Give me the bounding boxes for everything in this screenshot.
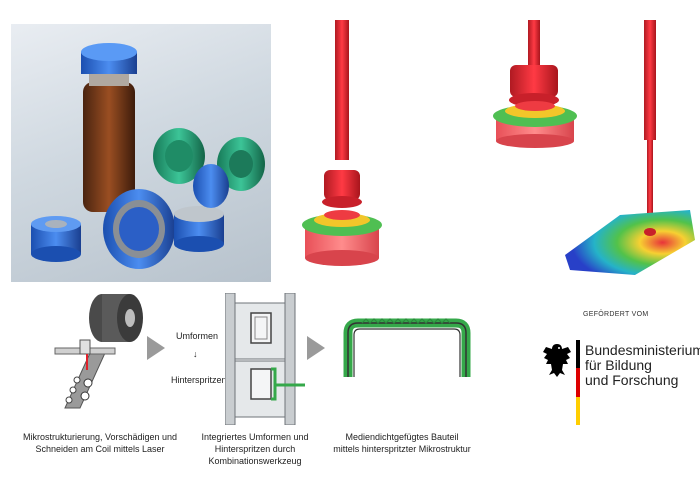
simulation-3: [565, 20, 695, 275]
flag-stripe: [576, 340, 580, 425]
simulation-1: [302, 20, 382, 266]
process-arrow-2: [307, 336, 325, 360]
simulation-2: [493, 20, 577, 148]
step2-caption: Integriertes Umformen und Hinterspritzen…: [201, 432, 309, 466]
process-arrow-1: [147, 336, 165, 360]
step3-caption: Mediendichtgefügtes Bauteil mittels hint…: [333, 432, 471, 454]
sealed-component-illustration: [343, 318, 471, 377]
product-photo: [11, 24, 271, 282]
ministry-name: Bundesministerium für Bildung und Forsch…: [585, 342, 700, 388]
funding-label: GEFÖRDERT VOM: [583, 311, 649, 318]
vial-caps-illustration: [31, 43, 265, 269]
forming-simulation-renderings: [302, 20, 695, 275]
hinterspritzen-label: Hinterspritzen: [171, 375, 227, 385]
coil-laser-illustration: [54, 294, 143, 409]
step1-caption: Mikrostrukturierung, Vorschädigen und Sc…: [22, 432, 178, 454]
umformen-label: Umformen: [176, 331, 219, 341]
federal-eagle-logo: [543, 344, 571, 377]
down-arrow-icon: ↓: [193, 349, 198, 359]
combination-tool-illustration: [225, 293, 305, 425]
